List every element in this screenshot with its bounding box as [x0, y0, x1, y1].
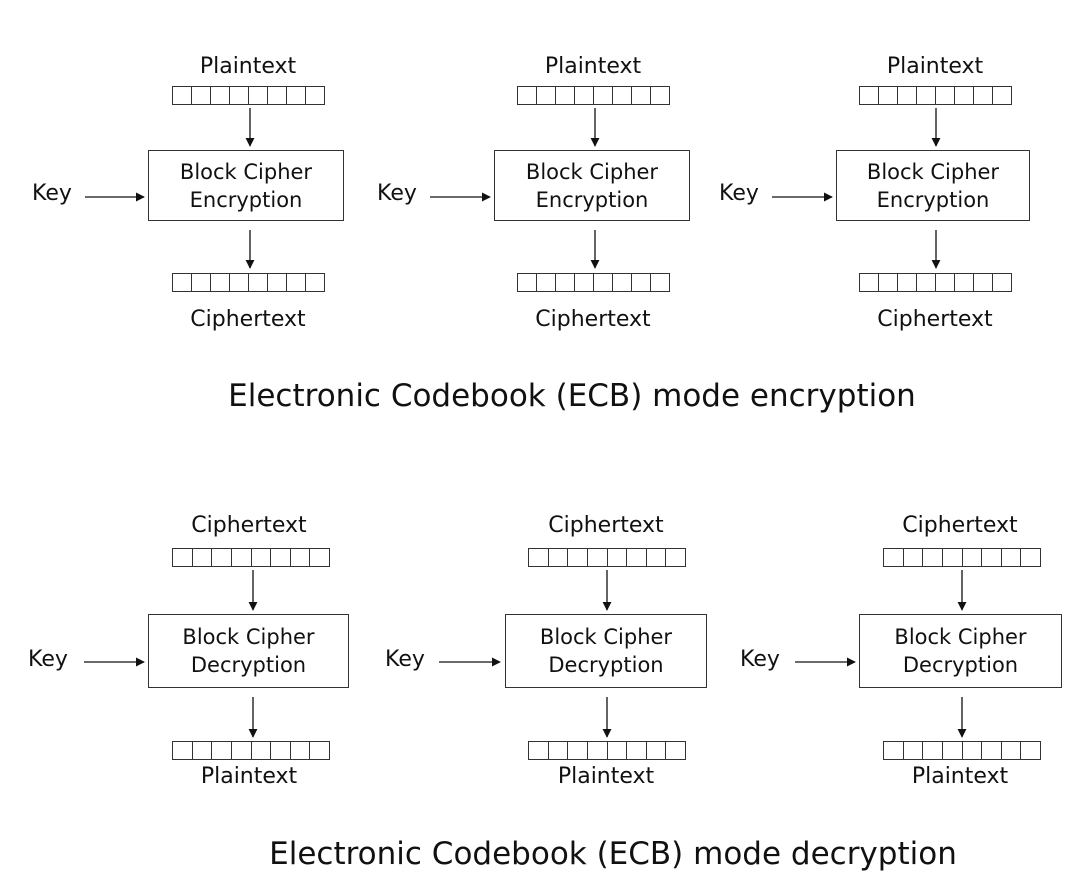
dec-1-cipher-box: Block Cipher Decryption — [148, 614, 349, 688]
enc-2-cipher-line2: Encryption — [535, 187, 649, 212]
enc-1-input-label: Plaintext — [199, 54, 297, 79]
enc-1-output-bits — [172, 273, 325, 292]
encryption-caption: Electronic Codebook (ECB) mode encryptio… — [228, 378, 916, 414]
dec-1-cipher-line2: Decryption — [190, 653, 307, 677]
enc-3-output-label: Ciphertext — [877, 307, 993, 332]
enc-2-input-bits — [517, 86, 670, 105]
dec-2-input-bits — [528, 548, 686, 567]
dec-3-cipher-box: Block Cipher Decryption — [859, 614, 1062, 688]
dec-2-cipher-line2: Decryption — [548, 653, 664, 677]
enc-2-cipher-line1: Block Cipher — [525, 159, 659, 184]
dec-1-output-label: Plaintext — [200, 764, 298, 789]
enc-2-input-label: Plaintext — [544, 54, 642, 79]
dec-3-cipher-line2: Decryption — [902, 653, 1019, 677]
enc-1-cipher-line1: Block Cipher — [179, 159, 313, 184]
enc-1-input-bits — [172, 86, 325, 105]
decryption-caption: Electronic Codebook (ECB) mode decryptio… — [269, 836, 957, 872]
enc-1-output-label: Ciphertext — [190, 307, 306, 332]
dec-1-input-label: Ciphertext — [191, 513, 307, 538]
enc-3-cipher-line2: Encryption — [876, 187, 990, 212]
dec-2-output-bits — [528, 741, 686, 760]
enc-2-output-bits — [517, 273, 670, 292]
enc-2-output-label: Ciphertext — [535, 307, 651, 332]
enc-2-key-label: Key — [377, 181, 417, 206]
dec-3-cipher-line1: Block Cipher — [894, 625, 1027, 649]
dec-2-cipher-box: Block Cipher Decryption — [505, 614, 707, 688]
dec-3-input-bits — [883, 548, 1041, 567]
dec-1-cipher-line1: Block Cipher — [182, 625, 315, 649]
dec-1-key-label: Key — [28, 647, 68, 672]
enc-3-cipher-line1: Block Cipher — [866, 159, 1000, 184]
dec-2-cipher-line1: Block Cipher — [539, 625, 673, 649]
dec-2-input-label: Ciphertext — [548, 513, 664, 538]
enc-2-cipher-box: Block Cipher Encryption — [494, 150, 690, 221]
enc-3-output-bits — [859, 273, 1012, 292]
enc-3-input-bits — [859, 86, 1012, 105]
dec-3-key-label: Key — [740, 647, 780, 672]
dec-2-key-label: Key — [385, 647, 425, 672]
dec-1-output-bits — [172, 741, 330, 760]
enc-1-cipher-box: Block Cipher Encryption — [148, 150, 344, 221]
dec-2-output-label: Plaintext — [557, 764, 655, 789]
enc-1-cipher-line2: Encryption — [189, 187, 303, 212]
dec-3-output-bits — [883, 741, 1041, 760]
enc-1-key-label: Key — [32, 181, 72, 206]
enc-3-cipher-box: Block Cipher Encryption — [836, 150, 1030, 221]
enc-3-key-label: Key — [719, 181, 759, 206]
dec-3-input-label: Ciphertext — [902, 513, 1018, 538]
enc-3-input-label: Plaintext — [886, 54, 984, 79]
dec-1-input-bits — [172, 548, 330, 567]
dec-3-output-label: Plaintext — [911, 764, 1009, 789]
